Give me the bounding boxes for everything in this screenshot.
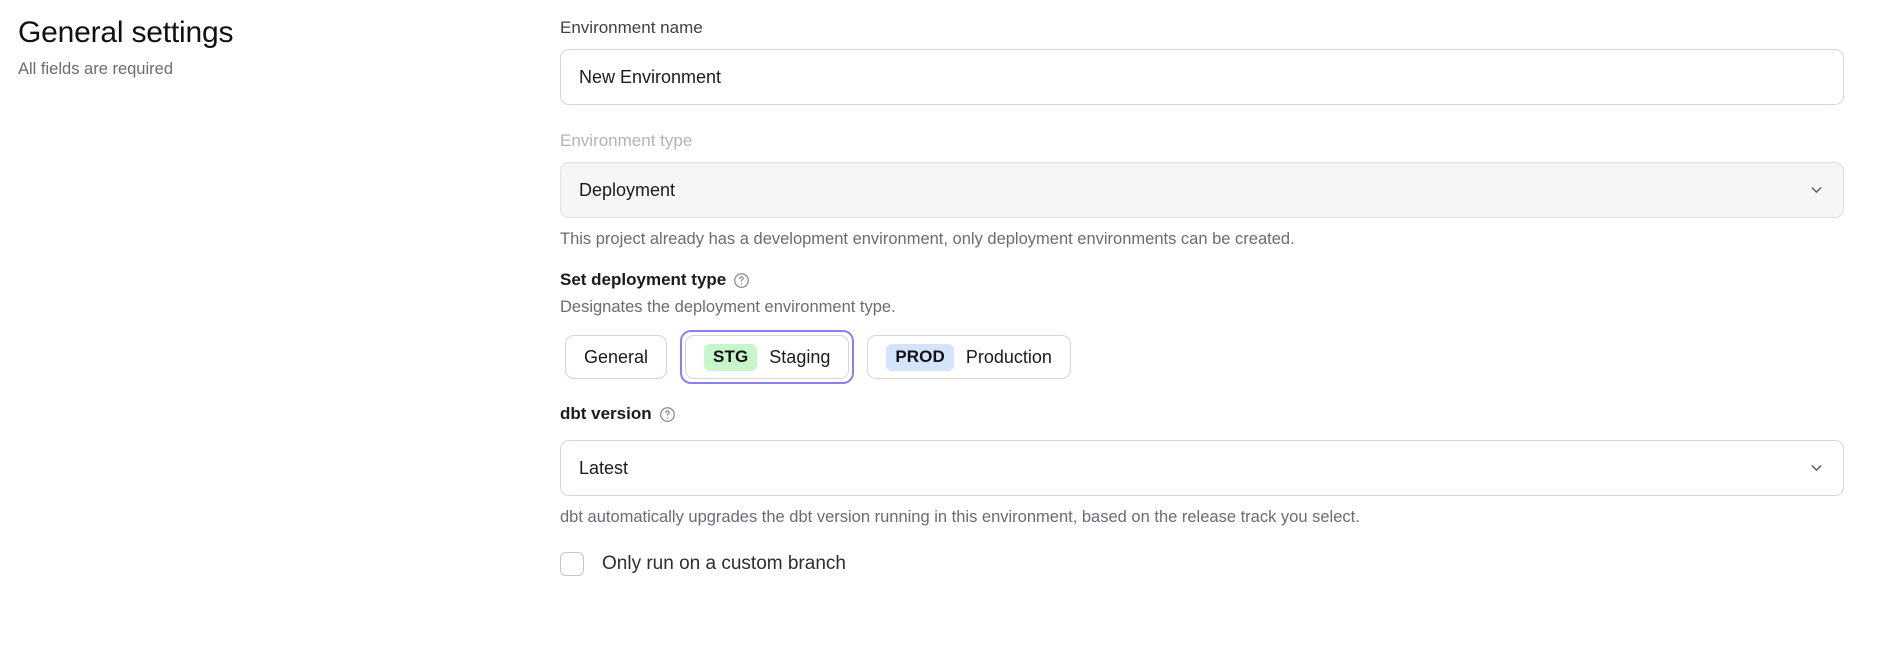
deployment-type-option-staging-wrap: STG Staging [680,330,855,384]
chevron-down-icon [1808,460,1825,477]
deployment-type-label-row: Set deployment type [560,268,1844,292]
custom-branch-row[interactable]: Only run on a custom branch [560,552,1844,576]
staging-badge: STG [704,343,758,371]
page-subtitle: All fields are required [18,60,173,78]
deployment-type-description: Designates the deployment environment ty… [560,298,896,316]
custom-branch-checkbox[interactable] [560,552,584,576]
dbt-version-helper: dbt automatically upgrades the dbt versi… [560,508,1360,526]
deployment-type-option-general-label: General [584,346,649,367]
question-circle-icon[interactable] [659,406,676,423]
environment-type-field: Environment type Deployment This project… [560,129,1844,250]
settings-form-column: Environment name Environment type Deploy… [560,0,1888,576]
question-circle-icon[interactable] [733,272,750,289]
deployment-type-option-production[interactable]: PROD Production [867,335,1071,379]
settings-header-column: General settings All fields are required [0,0,560,80]
dbt-version-field: dbt version Latest dbt aut [560,402,1844,528]
deployment-type-option-general-wrap: General [560,330,672,384]
deployment-type-option-general[interactable]: General [565,335,668,379]
dbt-version-value: Latest [579,458,629,478]
environment-name-field: Environment name [560,16,1844,105]
deployment-type-label: Set deployment type [560,270,727,289]
environment-type-label: Environment type [560,131,693,150]
dbt-version-select[interactable]: Latest [560,440,1844,496]
chevron-down-icon [1808,182,1825,199]
custom-branch-label: Only run on a custom branch [602,553,846,574]
deployment-type-option-staging-label: Staging [769,346,831,367]
environment-name-label: Environment name [560,18,703,37]
deployment-type-option-production-wrap: PROD Production [862,330,1076,384]
deployment-type-field: Set deployment type Designates the deplo… [560,268,1844,384]
page-title: General settings [18,16,234,49]
deployment-type-segmented-control: General STG Staging PROD Production [560,330,1844,384]
environment-name-input[interactable] [560,49,1844,105]
environment-type-value: Deployment [579,180,676,200]
environment-type-select[interactable]: Deployment [560,162,1844,218]
production-badge: PROD [886,343,954,371]
deployment-type-option-production-label: Production [965,346,1052,367]
dbt-version-label: dbt version [560,404,652,423]
deployment-type-option-staging[interactable]: STG Staging [685,335,850,379]
dbt-version-label-row: dbt version [560,402,1844,426]
environment-type-helper: This project already has a development e… [560,230,1295,248]
